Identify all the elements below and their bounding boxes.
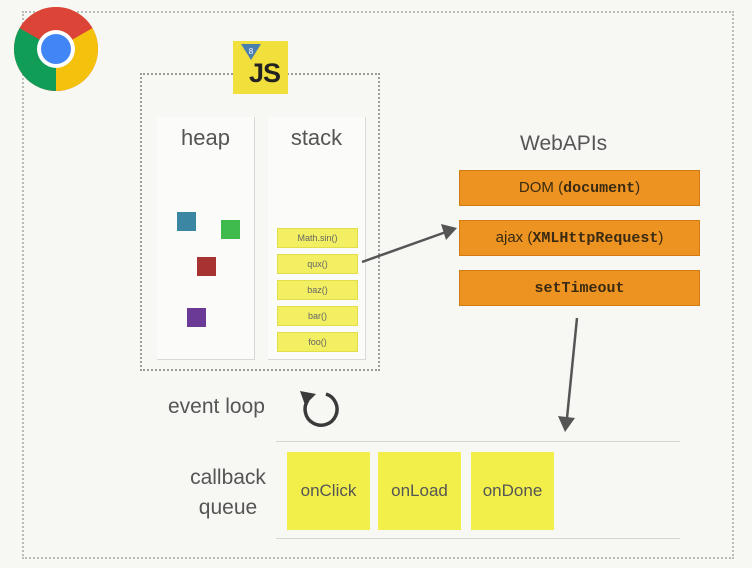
arrow-webapis-to-queue xyxy=(558,317,579,432)
stack-frame: qux() xyxy=(277,254,358,274)
queue-bottom-line xyxy=(276,538,680,539)
heap-object xyxy=(177,212,196,231)
js-logo xyxy=(233,41,288,94)
queue-item: onClick xyxy=(287,452,370,530)
browser-frame xyxy=(22,11,734,559)
webapi-dom: DOM (document) xyxy=(459,170,700,206)
heap-title: heap xyxy=(181,125,230,150)
callback-queue-label: callback queue xyxy=(190,466,266,519)
svg-text:8: 8 xyxy=(249,47,254,56)
queue-item: onDone xyxy=(471,452,554,530)
webapi-ajax: ajax (XMLHttpRequest) xyxy=(459,220,700,256)
stack-frame: baz() xyxy=(277,280,358,300)
loop-arrow-icon xyxy=(300,391,339,427)
arrow-stack-to-webapis xyxy=(361,224,457,264)
event-loop-label: event loop xyxy=(168,395,265,418)
stack-frame: foo() xyxy=(277,332,358,352)
js-logo-text: JS xyxy=(249,58,281,88)
webapi-settimeout: setTimeout xyxy=(459,270,700,306)
heap-object xyxy=(197,257,216,276)
stack-frame: bar() xyxy=(277,306,358,326)
queue-item: onLoad xyxy=(378,452,461,530)
stack-title: stack xyxy=(290,125,343,150)
queue-top-line xyxy=(276,441,680,442)
stack-frame: Math.sin() xyxy=(277,228,358,248)
chrome-icon xyxy=(13,6,99,92)
heap-object xyxy=(221,220,240,239)
webapis-title: WebAPIs xyxy=(520,132,608,155)
v8-logo-icon: 8 xyxy=(241,44,261,60)
heap-object xyxy=(187,308,206,327)
